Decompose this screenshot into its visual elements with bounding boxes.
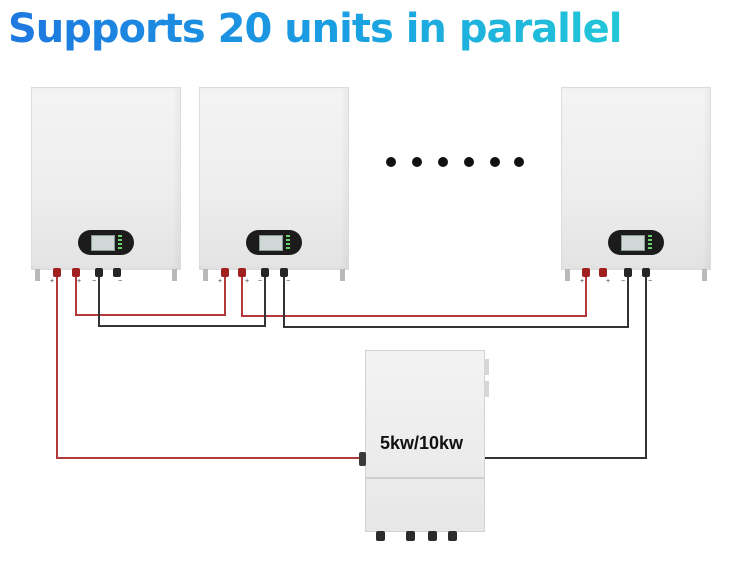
ellipsis-dot <box>386 157 396 167</box>
ellipsis-dot <box>412 157 422 167</box>
negative-main-wire <box>645 277 647 459</box>
positive-link-wire <box>224 277 226 316</box>
negative-link-wire <box>627 277 629 328</box>
negative-terminal <box>624 268 632 277</box>
negative-sign: − <box>258 278 263 285</box>
positive-sign: + <box>50 278 55 285</box>
lcd-screen <box>621 235 645 251</box>
ellipsis-dot <box>438 157 448 167</box>
positive-sign: + <box>245 278 250 285</box>
battery-module-1 <box>31 87 181 281</box>
battery-display-panel <box>608 230 664 255</box>
positive-terminal <box>238 268 246 277</box>
mount-bracket <box>484 381 489 397</box>
inverter-connector <box>376 531 385 541</box>
positive-link-wire <box>585 277 587 317</box>
negative-main-wire <box>485 457 647 459</box>
positive-terminal <box>582 268 590 277</box>
positive-link-wire <box>241 277 243 317</box>
positive-sign: + <box>218 278 223 285</box>
positive-terminal <box>599 268 607 277</box>
positive-link-wire <box>241 315 587 317</box>
positive-sign: + <box>77 278 82 285</box>
negative-terminal <box>261 268 269 277</box>
negative-link-wire <box>98 325 266 327</box>
ellipsis-dot <box>514 157 524 167</box>
battery-module-n <box>561 87 711 281</box>
inverter-cover-seam <box>366 477 484 479</box>
lcd-screen <box>91 235 115 251</box>
negative-link-wire <box>264 277 266 327</box>
negative-sign: − <box>648 278 653 285</box>
negative-sign: − <box>118 278 123 285</box>
lcd-screen <box>259 235 283 251</box>
inverter-connector <box>448 531 457 541</box>
page-title: Supports 20 units in parallel <box>8 6 622 52</box>
mount-foot <box>35 269 40 281</box>
positive-main-wire <box>56 277 58 459</box>
positive-main-wire <box>56 457 363 459</box>
positive-sign: + <box>606 278 611 285</box>
positive-terminal <box>72 268 80 277</box>
negative-terminal <box>95 268 103 277</box>
positive-terminal <box>53 268 61 277</box>
negative-terminal <box>280 268 288 277</box>
negative-link-wire <box>283 277 285 328</box>
inverter-power-label: 5kw/10kw <box>380 433 464 453</box>
inverter-connector <box>428 531 437 541</box>
negative-sign: − <box>92 278 97 285</box>
status-leds <box>118 235 122 250</box>
status-leds <box>286 235 290 250</box>
positive-link-wire <box>75 277 77 316</box>
mount-foot <box>565 269 570 281</box>
negative-terminal <box>642 268 650 277</box>
mount-foot <box>203 269 208 281</box>
mount-foot <box>340 269 345 281</box>
mount-bracket <box>484 359 489 375</box>
positive-link-wire <box>75 314 226 316</box>
inverter-switch <box>359 452 366 466</box>
mount-foot <box>702 269 707 281</box>
negative-link-wire <box>283 326 629 328</box>
positive-terminal <box>221 268 229 277</box>
mount-foot <box>172 269 177 281</box>
inverter-unit: 5kw/10kw <box>359 350 489 541</box>
battery-display-panel <box>246 230 302 255</box>
positive-sign: + <box>580 278 585 285</box>
inverter-connector <box>406 531 415 541</box>
negative-link-wire <box>98 277 100 327</box>
ellipsis-dot <box>490 157 500 167</box>
battery-module-2 <box>199 87 349 281</box>
ellipsis-dot <box>464 157 474 167</box>
negative-sign: − <box>621 278 626 285</box>
negative-terminal <box>113 268 121 277</box>
battery-display-panel <box>78 230 134 255</box>
negative-sign: − <box>286 278 291 285</box>
status-leds <box>648 235 652 250</box>
